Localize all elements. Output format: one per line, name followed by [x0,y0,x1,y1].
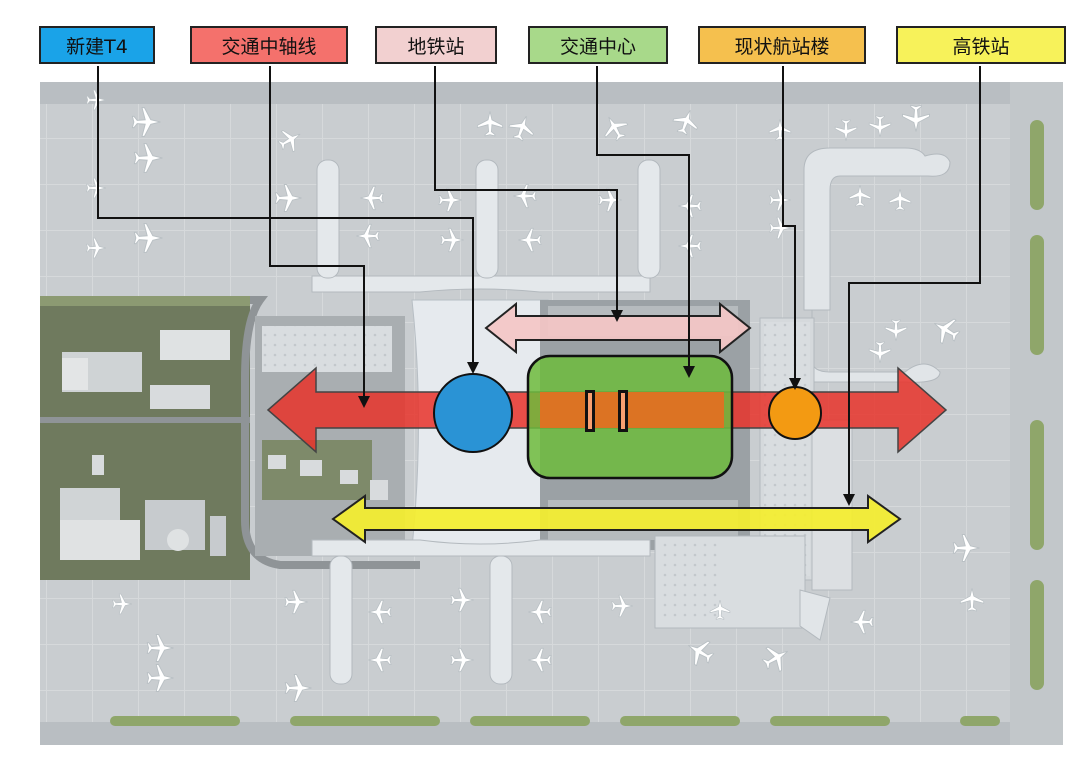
hub-gate-right-inner [621,393,625,429]
t4-circle [433,373,513,453]
hub-gate-left-inner [588,393,592,429]
legend-terminal-label: 现状航站楼 [734,35,830,58]
legend-t4: 新建T4 [39,26,155,64]
legend-hub-label: 交通中心 [559,35,636,58]
legend-metro: 地铁站 [375,26,497,64]
legend-axis-label: 交通中轴线 [221,35,317,58]
hsr-arrow [331,494,902,544]
legend-t4-label: 新建T4 [66,35,128,58]
legend-hsr: 高铁站 [896,26,1066,64]
legend-terminal: 现状航站楼 [698,26,866,64]
legend-hub: 交通中心 [528,26,668,64]
terminal-circle [768,386,822,440]
metro-arrow [484,301,752,355]
leader-lines [97,66,981,496]
legend-metro-label: 地铁站 [407,35,465,58]
legend-hsr-label: 高铁站 [952,35,1010,58]
hub-axis-band [540,392,724,428]
legend-axis: 交通中轴线 [190,26,348,64]
leader-arrowheads [358,310,855,506]
